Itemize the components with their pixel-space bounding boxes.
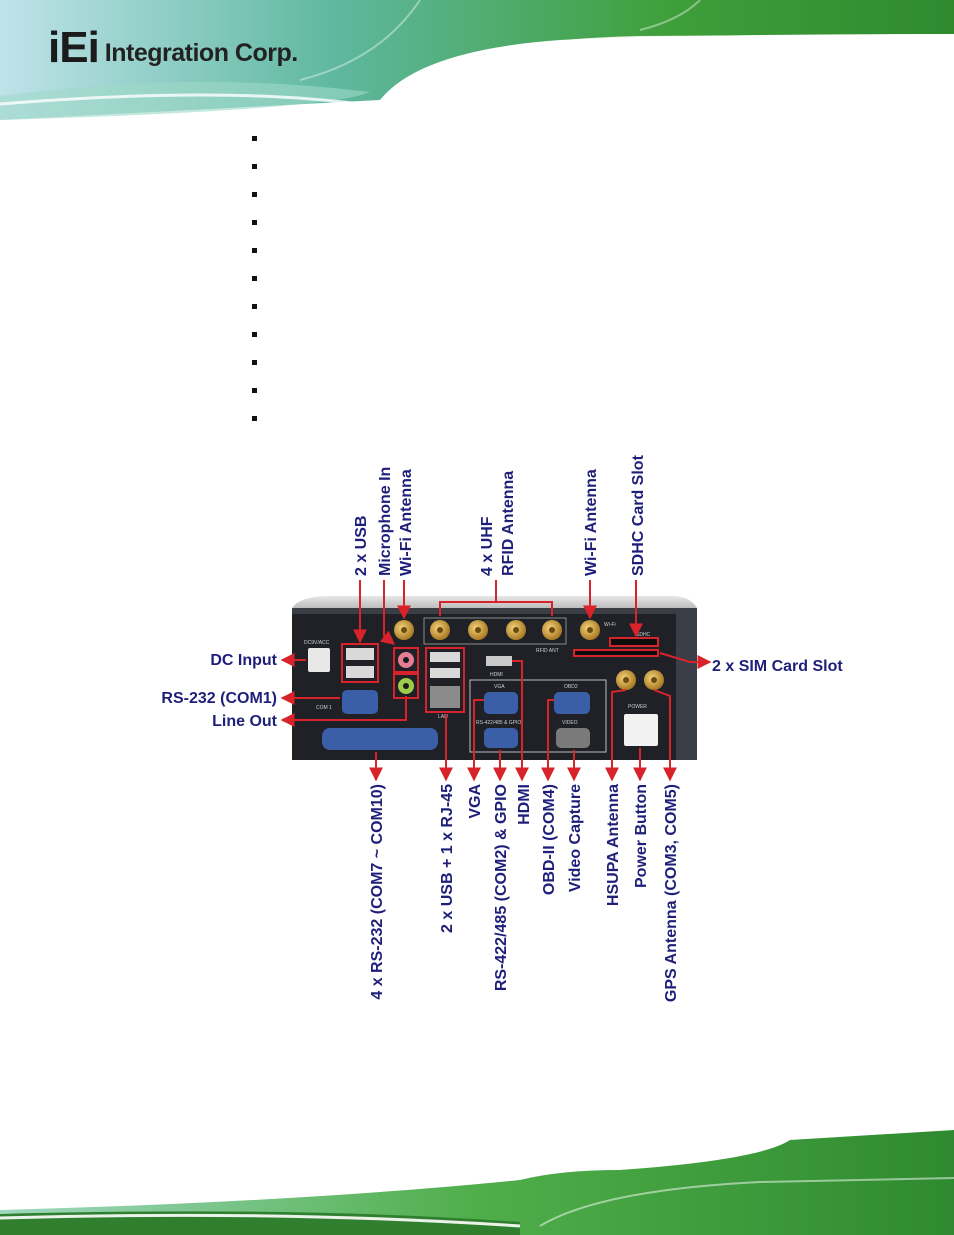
label-wifi-antenna-right: Wi-Fi Antenna <box>583 469 600 576</box>
rfid-antenna-1 <box>430 620 450 640</box>
footer-banner <box>0 1130 954 1235</box>
label-rs232-com1: RS-232 (COM1) <box>161 690 277 707</box>
rfid-antenna-4 <box>542 620 562 640</box>
label-power-button: Power Button <box>633 784 650 888</box>
power-button <box>624 714 658 746</box>
sdhc-slot <box>609 637 659 647</box>
rfid-antenna-2 <box>468 620 488 640</box>
label-2x-usb: 2 x USB <box>353 516 370 576</box>
usb-rj45-port <box>430 652 460 662</box>
rfid-panel-label: RFID ANT <box>536 648 559 654</box>
label-obd2: OBD-II (COM4) <box>541 784 558 895</box>
video-port <box>556 728 590 748</box>
rear-panel-diagram: DC9V/ACC COM 1 LAN VGA HDMI RS-422/485 &… <box>161 454 843 1002</box>
sdhc-panel-label: SDHC <box>636 632 651 638</box>
rs-panel-label: RS-422/485 & GPIO <box>476 720 521 726</box>
logo-mark: iEi <box>48 23 100 72</box>
vga-port <box>484 692 518 714</box>
com1-panel-label: COM 1 <box>316 705 332 711</box>
dc-panel-label: DC9V/ACC <box>304 640 330 646</box>
obd2-port <box>554 692 590 714</box>
db37-port <box>322 728 438 750</box>
label-video-capture: Video Capture <box>567 784 584 892</box>
power-panel-label: POWER <box>628 704 647 710</box>
label-gps-antenna: GPS Antenna (COM3, COM5) <box>663 784 680 1002</box>
sim-slot <box>573 649 659 657</box>
label-uhf-line2: RFID Antenna <box>500 471 517 576</box>
hdmi-port <box>486 656 512 666</box>
logo-text: Integration Corp. <box>104 39 298 67</box>
label-sdhc-card-slot: SDHC Card Slot <box>630 454 647 576</box>
vga-panel-label: VGA <box>494 684 505 690</box>
gps-antenna <box>644 670 664 690</box>
label-rs422-485: RS-422/485 (COM2) & GPIO <box>493 784 510 991</box>
label-rs232-com7-com10: 4 x RS-232 (COM7 ~ COM10) <box>369 784 386 1000</box>
obd2-panel-label: OBD2 <box>564 684 578 690</box>
label-usb-rj45: 2 x USB + 1 x RJ-45 <box>439 784 456 933</box>
label-sim-card-slot: 2 x SIM Card Slot <box>712 658 843 675</box>
label-vga: VGA <box>467 784 484 819</box>
label-dc-input: DC Input <box>210 652 277 669</box>
hdmi-panel-label: HDMI <box>490 672 503 678</box>
wifi-antenna-left <box>394 620 414 640</box>
lan-panel-label: LAN <box>438 714 448 720</box>
company-logo: iEi Integration Corp. <box>48 26 298 70</box>
label-wifi-antenna-left: Wi-Fi Antenna <box>398 469 415 576</box>
rs422-port <box>484 728 518 748</box>
com1-port <box>342 690 378 714</box>
usb-2x-port <box>346 648 374 660</box>
wifi-panel-label: Wi-Fi <box>604 622 616 628</box>
label-microphone-in: Microphone In <box>377 467 394 576</box>
label-hsupa-antenna: HSUPA Antenna <box>605 784 622 906</box>
hsupa-antenna <box>616 670 636 690</box>
label-line-out: Line Out <box>212 713 278 730</box>
label-hdmi: HDMI <box>516 784 533 825</box>
rfid-antenna-3 <box>506 620 526 640</box>
dc-input-port <box>308 648 330 672</box>
wifi-antenna-right <box>580 620 600 640</box>
header-banner <box>0 0 954 120</box>
video-panel-label: VIDEO <box>562 720 578 726</box>
label-uhf-line1: 4 x UHF <box>479 516 496 576</box>
